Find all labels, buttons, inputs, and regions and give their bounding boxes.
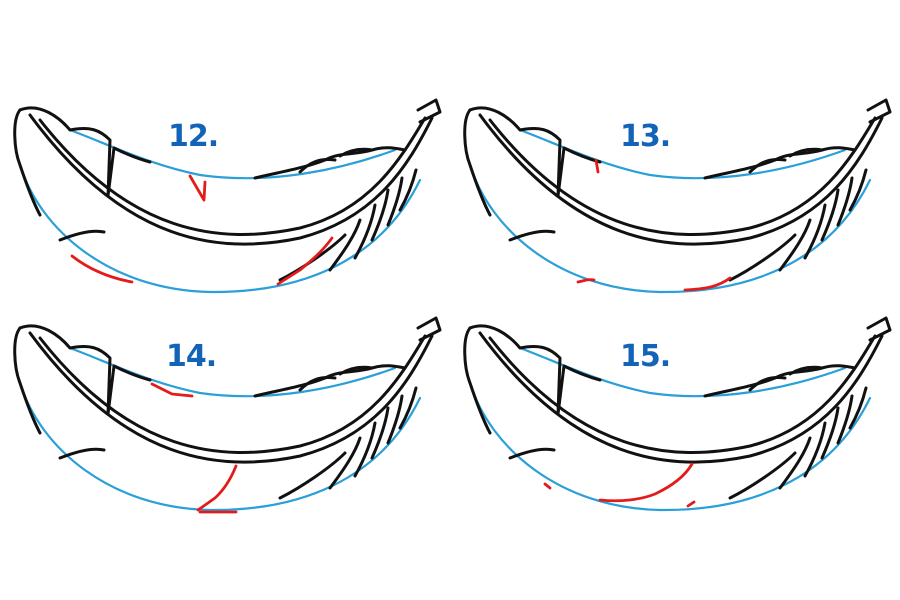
feather-drawing — [13, 98, 442, 294]
feather-outline — [778, 436, 812, 490]
new-step-stroke — [543, 482, 552, 490]
feather-outline — [778, 218, 812, 272]
feather-outline — [298, 376, 337, 392]
step-number: 13. — [620, 119, 671, 154]
guide-line — [18, 163, 422, 294]
feather-outline — [866, 98, 892, 124]
step-number: 15. — [620, 339, 671, 374]
feather-outline — [803, 203, 827, 260]
feather-outline — [416, 98, 442, 124]
feather-outline — [468, 324, 602, 416]
step-panel-12: 12. — [0, 0, 450, 300]
feather-outline — [748, 158, 787, 174]
feather-outline — [468, 106, 602, 198]
feather-outline — [866, 316, 892, 342]
new-step-stroke — [196, 464, 238, 512]
feather-outline — [836, 394, 854, 445]
feather-outline — [488, 334, 877, 454]
feather-outline — [488, 116, 877, 236]
feather-outline — [38, 116, 427, 236]
step-panel-13: 13. — [450, 0, 900, 300]
guide-line — [68, 346, 397, 398]
feather-outline — [398, 168, 418, 212]
feather-outline — [508, 229, 556, 242]
feather-outline — [463, 108, 492, 217]
feather-outline — [703, 146, 857, 180]
feather-outline — [728, 451, 797, 500]
feather-outline — [353, 203, 377, 260]
feather-outline — [463, 326, 492, 435]
feather-drawing — [463, 316, 892, 512]
guide-line — [18, 381, 422, 512]
feather-outline — [836, 176, 854, 227]
feather-drawing — [463, 98, 892, 294]
feather-outline — [28, 331, 434, 464]
feather-outline — [253, 146, 407, 180]
new-step-stroke — [683, 276, 732, 292]
new-step-stroke — [276, 236, 334, 286]
new-step-stroke — [686, 500, 696, 508]
guide-line — [518, 346, 847, 398]
guide-line — [468, 381, 872, 512]
step-panel-15: 15. — [450, 218, 900, 518]
feather-outline — [38, 334, 427, 454]
feather-outline — [848, 386, 868, 430]
new-step-stroke — [188, 174, 207, 202]
feather-outline — [478, 331, 884, 464]
feather-outline — [298, 158, 337, 174]
guide-line — [68, 128, 397, 180]
feather-outline — [13, 326, 42, 435]
feather-outline — [18, 324, 152, 416]
feather-outline — [703, 364, 857, 398]
feather-outline — [253, 364, 407, 398]
feather-outline — [508, 447, 556, 460]
new-step-stroke — [576, 278, 596, 284]
feather-outline — [370, 406, 390, 460]
feather-outline — [416, 316, 442, 342]
feather-outline — [386, 176, 404, 227]
guide-line — [518, 128, 847, 180]
feather-outline — [18, 106, 152, 198]
new-step-stroke — [70, 254, 134, 284]
feather-outline — [58, 229, 106, 242]
feather-outline — [353, 421, 377, 478]
feather-outline — [788, 365, 824, 376]
step-number: 12. — [168, 119, 219, 154]
feather-outline — [820, 188, 840, 242]
feather-outline — [728, 233, 797, 282]
step-number: 14. — [166, 339, 217, 374]
feather-outline — [328, 436, 362, 490]
feather-outline — [328, 218, 362, 272]
feather-outline — [803, 421, 827, 478]
new-step-stroke — [594, 158, 600, 174]
guide-line — [468, 163, 872, 294]
feather-outline — [386, 394, 404, 445]
feather-outline — [338, 365, 374, 376]
feather-outline — [788, 147, 824, 158]
feather-outline — [13, 108, 42, 217]
feather-outline — [58, 447, 106, 460]
feather-drawing — [13, 316, 442, 514]
new-step-stroke — [598, 462, 694, 503]
new-step-stroke — [150, 382, 194, 398]
feather-outline — [398, 386, 418, 430]
feather-outline — [820, 406, 840, 460]
feather-outline — [748, 376, 787, 392]
feather-outline — [848, 168, 868, 212]
feather-outline — [338, 147, 374, 158]
feather-outline — [370, 188, 390, 242]
step-panel-14: 14. — [0, 218, 450, 518]
feather-outline — [278, 451, 347, 500]
